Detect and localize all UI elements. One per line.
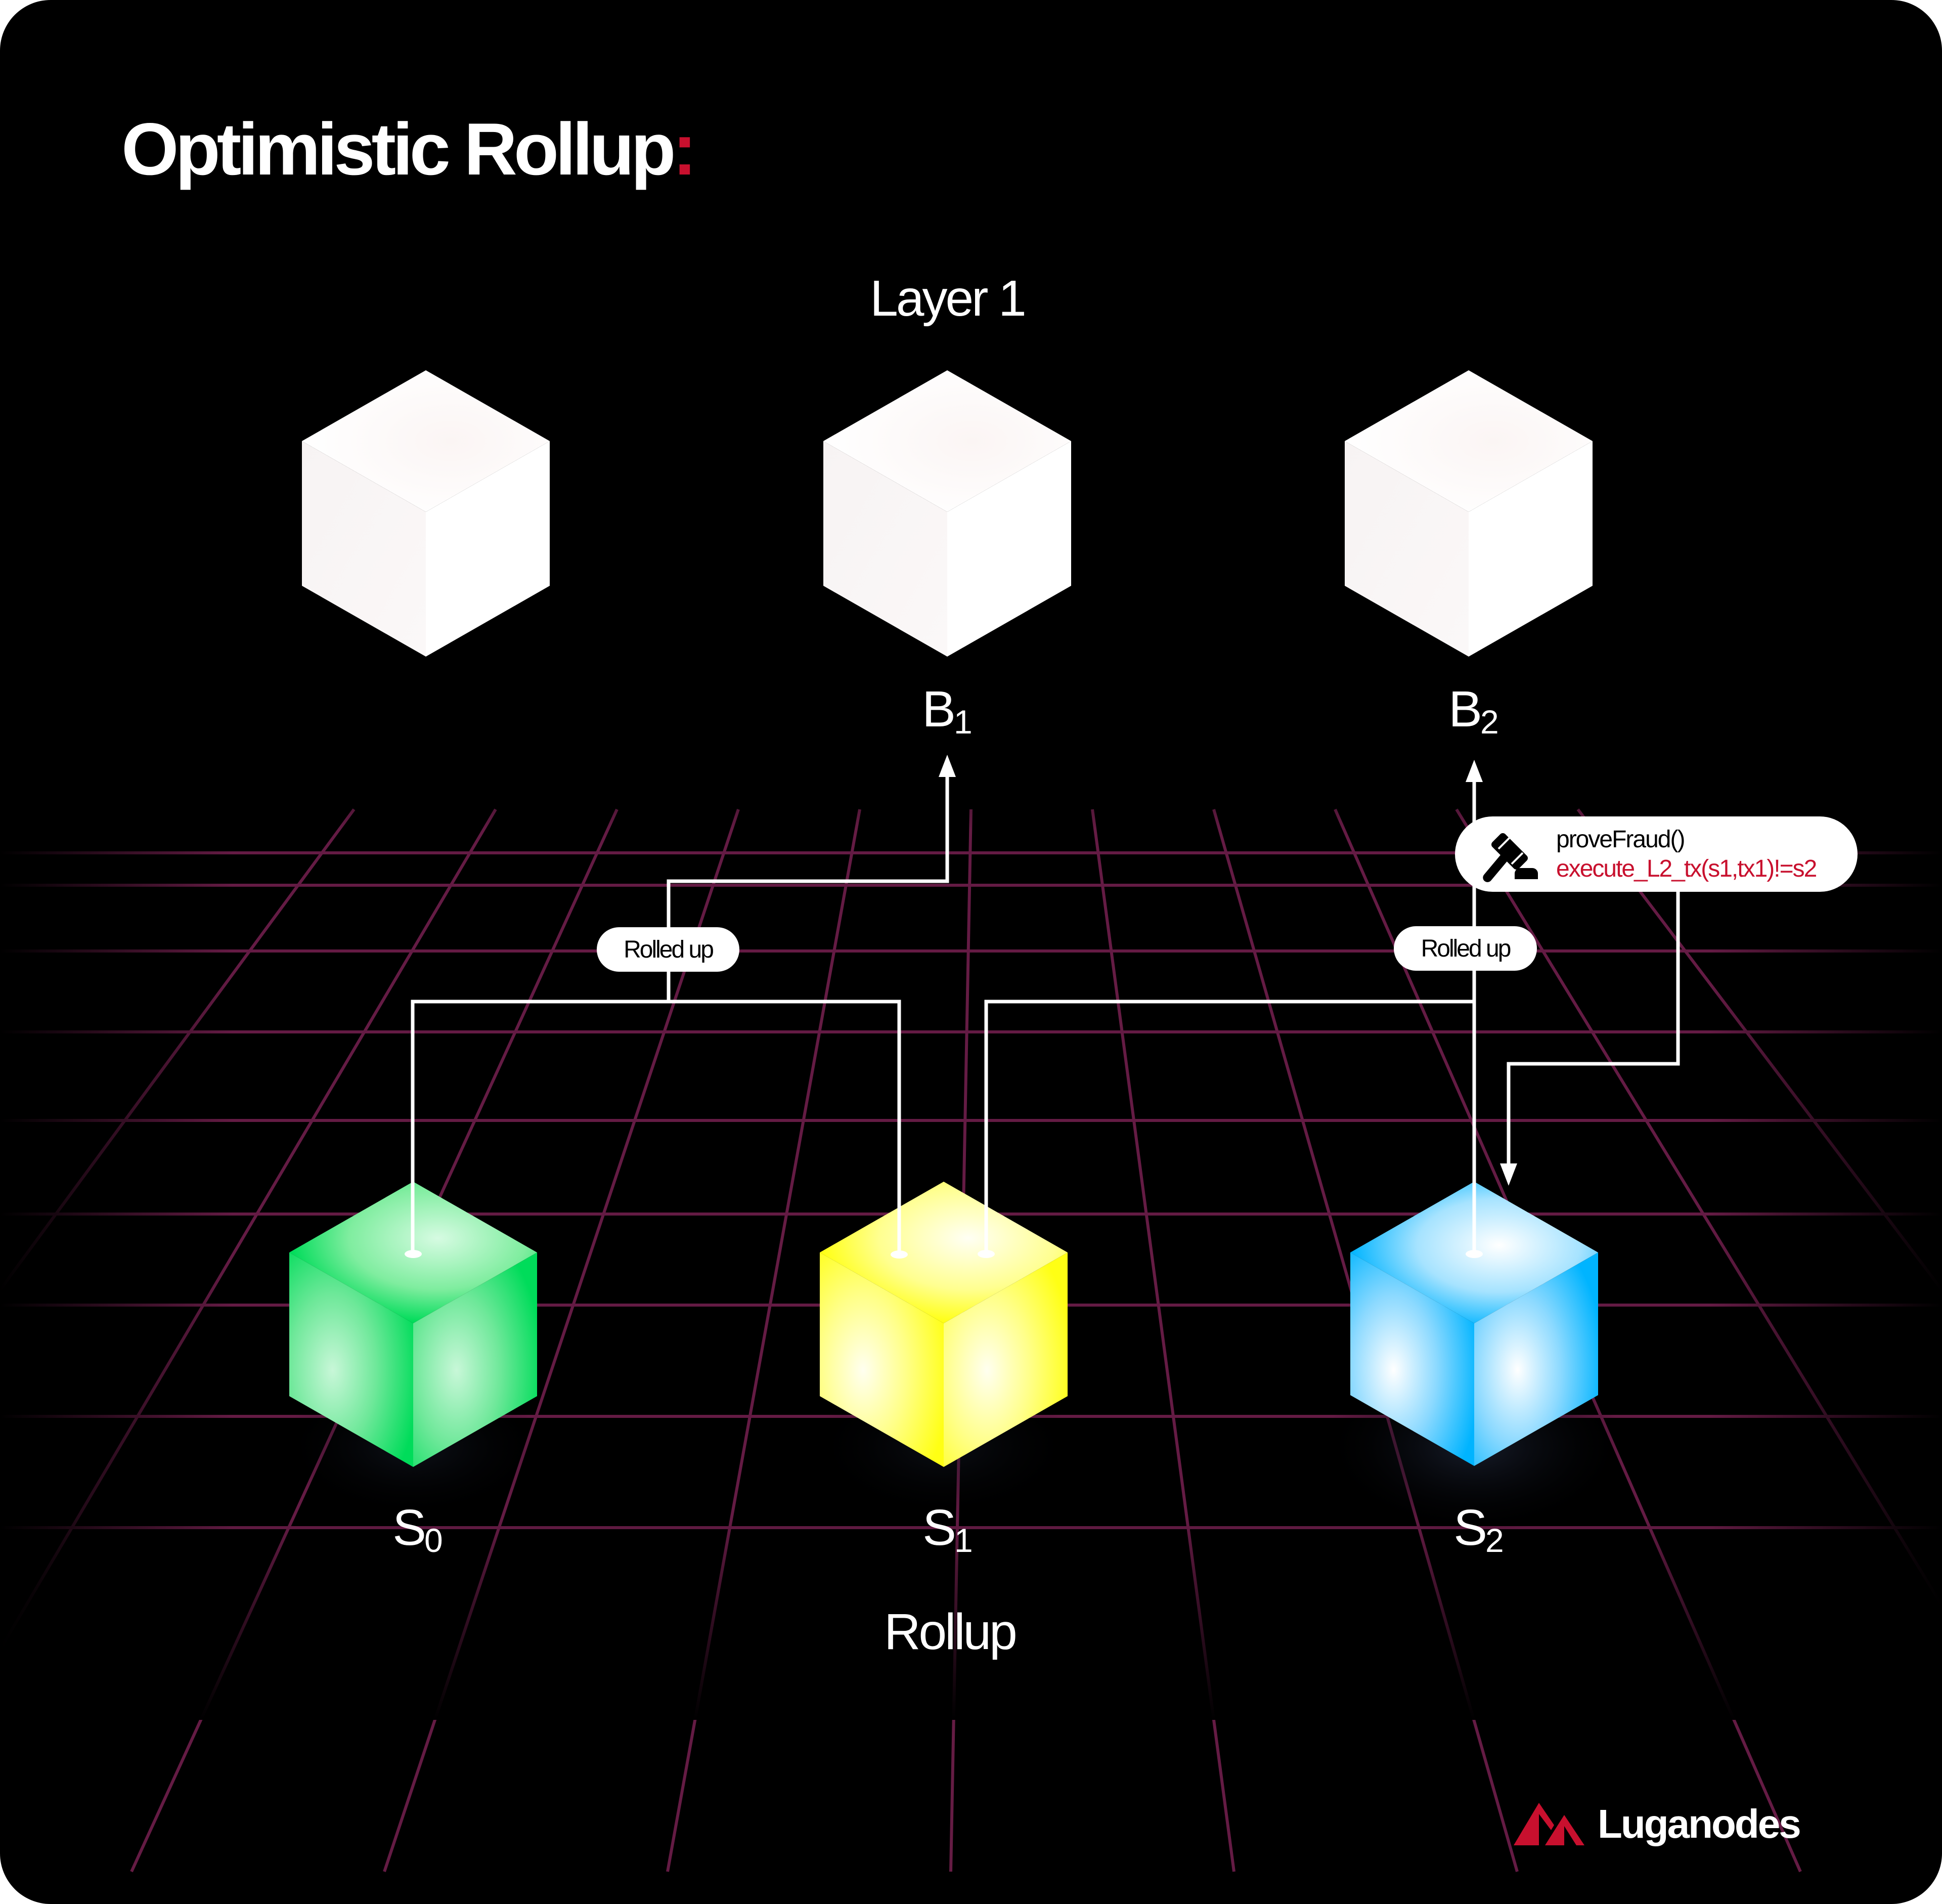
arrow-up-icon bbox=[1466, 760, 1483, 782]
state-0-label: S0 bbox=[392, 1499, 443, 1559]
brand-name: Luganodes bbox=[1598, 1801, 1801, 1846]
rollup-label: Rollup bbox=[884, 1604, 1017, 1660]
l2-state-0-cube bbox=[289, 1182, 537, 1467]
rolled-up-badge-1: Rolled up bbox=[597, 927, 739, 972]
title-text: Optimistic Rollup bbox=[121, 108, 676, 190]
block-1-label: B1 bbox=[922, 681, 973, 741]
state-1-label: S1 bbox=[922, 1499, 973, 1559]
connection-dots bbox=[405, 1250, 1483, 1259]
l1-block-0 bbox=[302, 370, 550, 657]
fraud-proof-text: proveFraud() execute_L2_tx(s1,tx1)!=s2 bbox=[1556, 825, 1817, 883]
state-2-label: S2 bbox=[1453, 1499, 1504, 1559]
layer1-label: Layer 1 bbox=[870, 270, 1027, 327]
prove-fraud-call: proveFraud() bbox=[1556, 826, 1685, 853]
l2-state-1-cube bbox=[820, 1182, 1068, 1467]
l1-block-2 bbox=[1345, 370, 1593, 657]
gavel-icon bbox=[1483, 833, 1538, 882]
page-title: Optimistic Rollup: bbox=[121, 112, 697, 186]
fraud-proof-badge: proveFraud() execute_L2_tx(s1,tx1)!=s2 bbox=[1455, 816, 1858, 892]
block-2-label: B2 bbox=[1448, 681, 1499, 741]
mountain-logo-icon bbox=[1514, 1803, 1584, 1845]
brand-logo: Luganodes bbox=[1514, 1801, 1801, 1847]
arrow-up-icon bbox=[939, 755, 956, 777]
l1-block-1 bbox=[823, 370, 1071, 657]
arrowheads bbox=[939, 755, 1517, 1186]
rolled-up-badge-2: Rolled up bbox=[1394, 926, 1537, 971]
arrow-down-icon bbox=[1500, 1163, 1517, 1186]
title-colon: : bbox=[672, 108, 697, 190]
fraud-condition: execute_L2_tx(s1,tx1)!=s2 bbox=[1556, 855, 1817, 882]
